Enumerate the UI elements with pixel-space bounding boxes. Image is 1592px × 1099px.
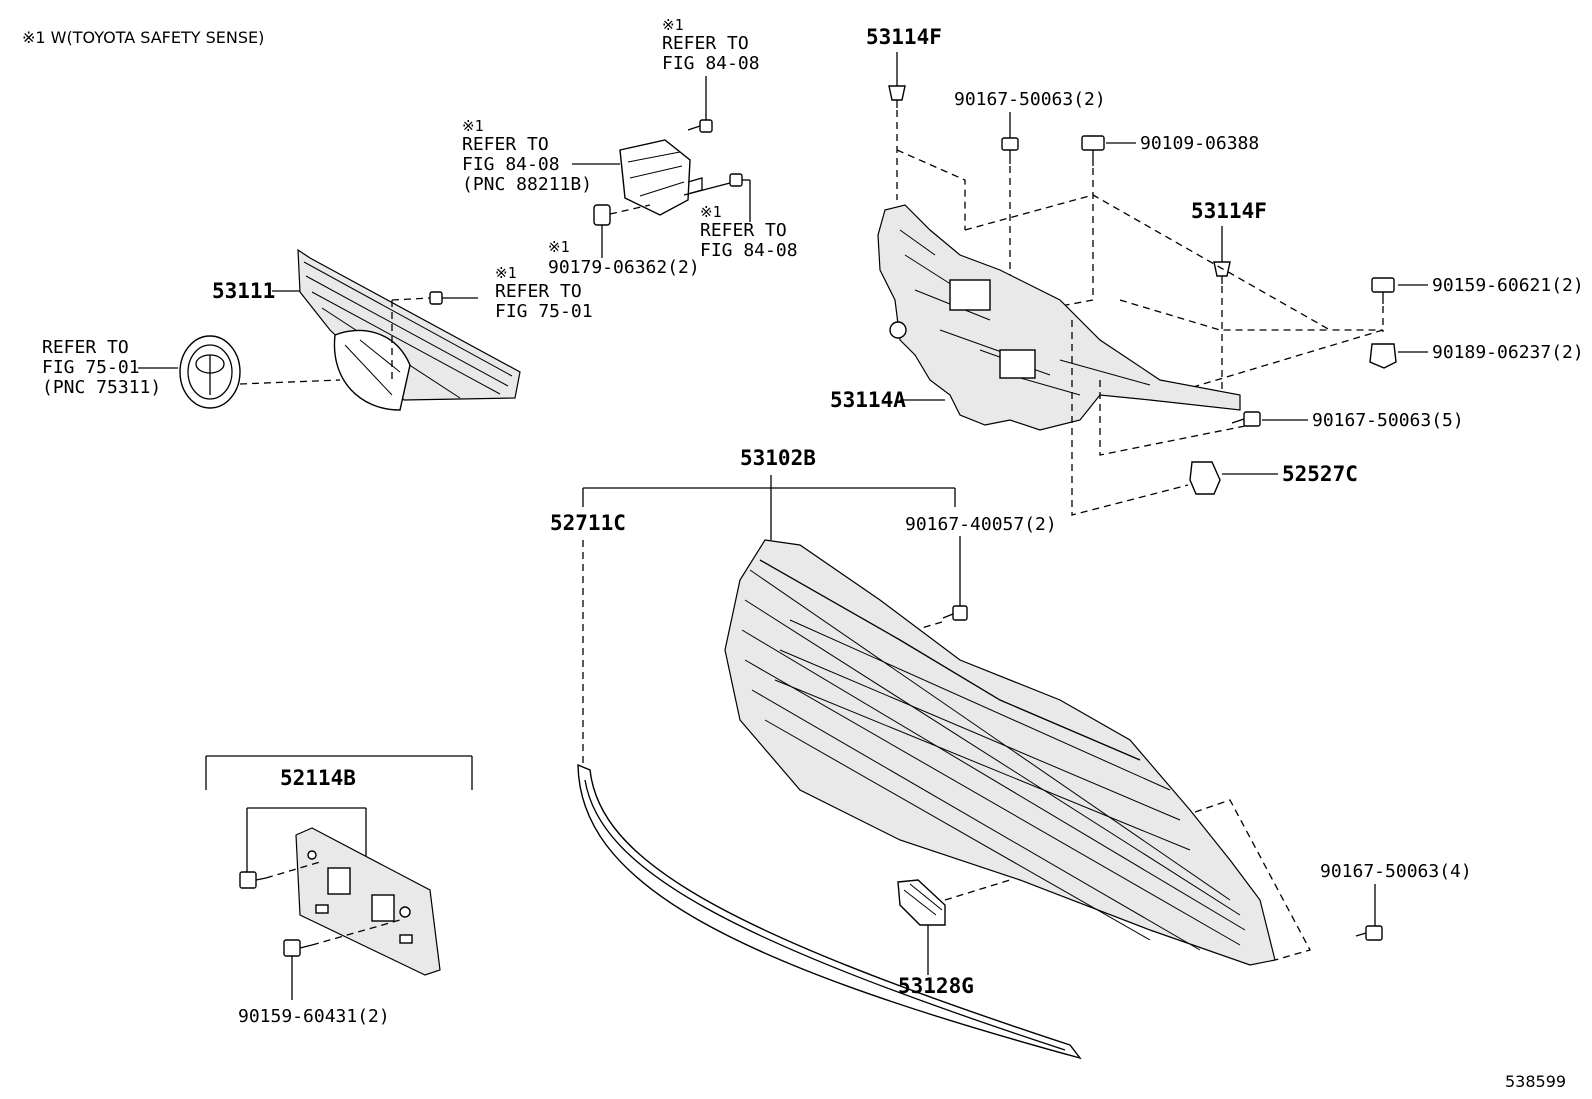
bolt-icon <box>1371 277 1395 304</box>
ref-text: REFER TO <box>42 337 129 358</box>
part-label-90167-50063-5: 90167-50063(5) <box>1312 410 1464 431</box>
part-label-53102B: 53102B <box>740 446 816 470</box>
emblem-icon <box>179 335 241 409</box>
figure-number: 538599 <box>1505 1072 1566 1091</box>
bolt-icon <box>239 871 267 889</box>
ref-text: (PNC 75311) <box>42 377 161 398</box>
lower-molding-icon <box>577 763 1082 1060</box>
part-label-90167-50063-4: 90167-50063(4) <box>1320 861 1472 882</box>
header-note: ※1 W(TOYOTA SAFETY SENSE) <box>22 28 264 47</box>
ref-mark: ※1 <box>495 264 517 282</box>
radar-sensor-group: ※1 REFER TO FIG 84-08 ※1 REFER TO FIG 84… <box>462 16 798 278</box>
ref-text: FIG 84-08 <box>662 53 760 74</box>
ref-text: REFER TO <box>700 220 787 241</box>
radar-sensor-icon <box>619 139 703 216</box>
ref-text: REFER TO <box>662 33 749 54</box>
clip-icon <box>1213 261 1231 284</box>
license-bracket-icon <box>295 827 441 976</box>
part-label-90167-50063-2: 90167-50063(2) <box>954 89 1106 110</box>
lower-grille-group: 53102B 52711C 90167-40057(2) 90167-50063… <box>550 446 1472 1060</box>
ref-text: FIG 84-08 <box>700 240 798 261</box>
nut-icon <box>1369 343 1397 369</box>
bolt-icon <box>1001 137 1019 164</box>
support-group: 53114F 90167-50063(2) 90109-06388 53114F… <box>830 25 1584 516</box>
bolt-icon <box>942 605 968 621</box>
part-label-90167-40057: 90167-40057(2) <box>905 514 1057 535</box>
ref-text: REFER TO <box>462 134 549 155</box>
part-label-53114A: 53114A <box>830 388 906 412</box>
bolt-icon <box>1081 135 1105 166</box>
part-label-52527C: 52527C <box>1282 462 1358 486</box>
bracket-icon <box>1189 461 1221 495</box>
support-bracket-icon <box>877 204 1241 431</box>
lower-grille-icon <box>724 539 1276 966</box>
license-plate-group: 52114B 90159-60431(2) <box>205 755 473 1027</box>
upper-grille-icon <box>297 248 521 411</box>
bolt-icon <box>687 119 713 133</box>
clip-icon <box>888 85 906 108</box>
bracket-icon <box>897 879 946 926</box>
part-label-52711C: 52711C <box>550 511 626 535</box>
ref-text: (PNC 88211B) <box>462 174 592 195</box>
ref-mark: ※1 <box>662 16 684 34</box>
ref-text: FIG 75-01 <box>495 301 593 322</box>
part-label-52114B: 52114B <box>280 766 356 790</box>
ref-text: FIG 84-08 <box>462 154 560 175</box>
part-label-53111: 53111 <box>212 279 275 303</box>
part-label-53128G: 53128G <box>898 974 974 998</box>
bolt-icon <box>1231 411 1261 427</box>
upper-grille-group: 53111 ※1 REFER TO FIG 75-01 REFER TO FIG… <box>42 248 593 411</box>
part-label-90159-60431: 90159-60431(2) <box>238 1006 390 1027</box>
ref-mark: ※1 <box>462 117 484 135</box>
part-label-53114F-top: 53114F <box>866 25 942 49</box>
ref-text: FIG 75-01 <box>42 357 140 378</box>
ref-text: REFER TO <box>495 281 582 302</box>
bolt-icon <box>1355 925 1383 941</box>
part-label-90179-06362: 90179-06362(2) <box>548 257 700 278</box>
clip-icon <box>593 204 611 226</box>
ref-mark: ※1 <box>548 238 570 256</box>
ref-mark: ※1 <box>700 203 722 221</box>
bolt-icon <box>283 939 313 957</box>
bolt-icon <box>729 173 743 187</box>
part-label-90109-06388: 90109-06388 <box>1140 133 1259 154</box>
part-label-90159-60621: 90159-60621(2) <box>1432 275 1584 296</box>
bolt-icon <box>429 291 478 305</box>
part-label-53114F-mid: 53114F <box>1191 199 1267 223</box>
part-label-90189-06237: 90189-06237(2) <box>1432 342 1584 363</box>
